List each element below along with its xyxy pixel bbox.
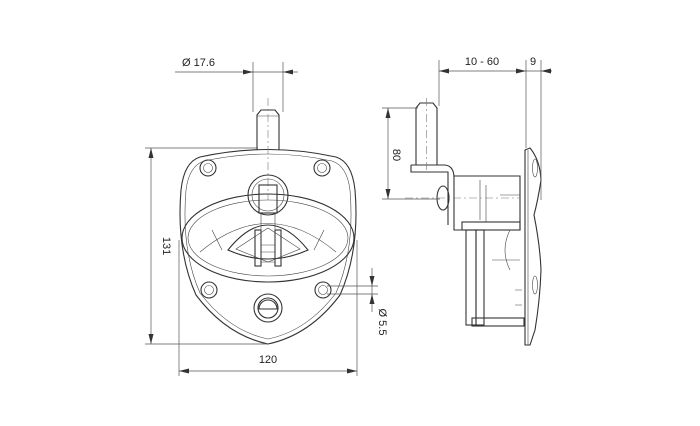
- dimension-label: 10 - 60: [465, 56, 499, 68]
- dimension-label: Ø 17.6: [182, 57, 215, 69]
- dimension-shaft-diameter: Ø 17.6: [175, 57, 298, 112]
- dimension-shaft-length: 80: [382, 107, 440, 200]
- dimension-label: 120: [259, 354, 277, 366]
- dimension-label: 9: [530, 56, 536, 68]
- front-view: Ø 17.6 131 120 Ø 5.5: [145, 57, 388, 376]
- dimension-label: 80: [390, 149, 402, 161]
- side-plate: [524, 147, 542, 346]
- dimension-width: 120: [178, 240, 358, 376]
- dimension-door-thickness: 10 - 60 9: [438, 56, 552, 200]
- mounting-plate-outline: [179, 148, 357, 345]
- dimension-hole-diameter: Ø 5.5: [327, 268, 388, 335]
- dimension-height: 131: [145, 147, 268, 345]
- dimension-label: 131: [160, 237, 172, 255]
- screw-holes: [199, 159, 332, 299]
- dimension-label: Ø 5.5: [376, 309, 388, 336]
- lock-cylinder: [253, 293, 283, 323]
- side-view: 80 10 - 60 9: [382, 56, 552, 346]
- handle-recess: [181, 174, 355, 283]
